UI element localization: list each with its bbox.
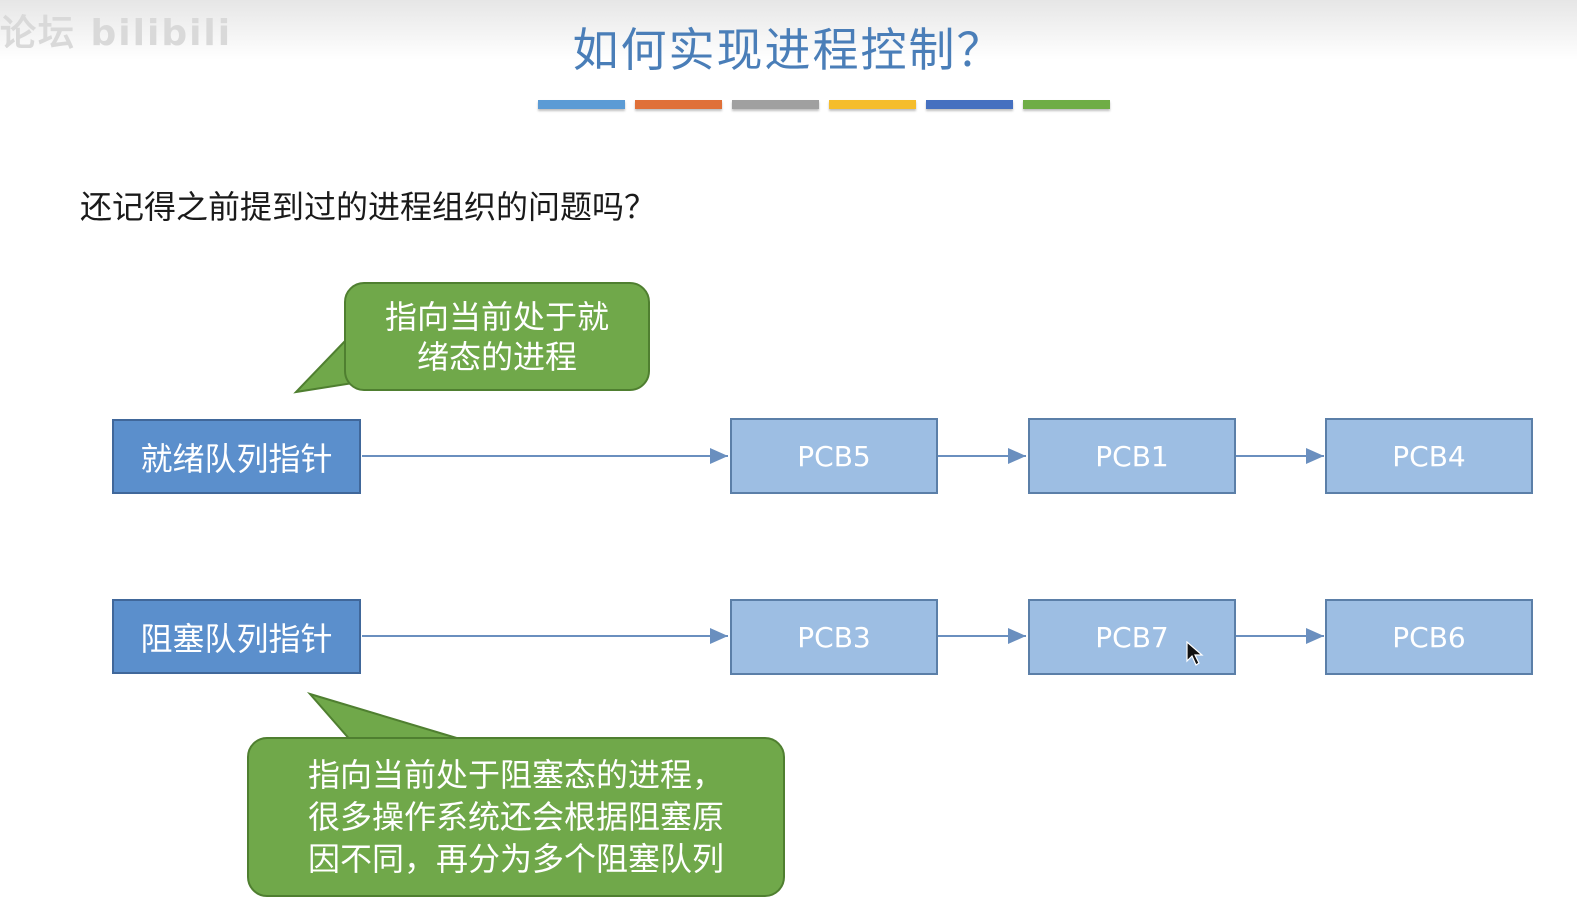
slide-title: 如何实现进程控制？	[572, 23, 1005, 77]
ready-queue-pointer-label: 就绪队列指针	[140, 439, 333, 478]
slide-subtitle: 还记得之前提到过的进程组织的问题吗？	[80, 188, 657, 226]
callout-blocked: 指向当前处于阻塞态的进程， 很多操作系统还会根据阻塞原 因不同，再分为多个阻塞队…	[247, 737, 785, 897]
callout-blocked-line: 很多操作系统还会根据阻塞原	[307, 798, 724, 836]
title-bar-5	[926, 100, 1013, 109]
pcb-box: PCB1	[1028, 418, 1236, 494]
pcb-label: PCB5	[797, 439, 871, 473]
callout-blocked-text: 指向当前处于阻塞态的进程， 很多操作系统还会根据阻塞原 因不同，再分为多个阻塞队…	[308, 754, 724, 880]
pcb-label: PCB1	[1095, 439, 1169, 473]
callout-ready-text: 指向当前处于就 绪态的进程	[385, 297, 609, 377]
top-fade	[0, 0, 1577, 60]
mouse-cursor-icon	[1186, 641, 1204, 666]
title-bar-3	[732, 100, 819, 109]
pcb-box: PCB4	[1325, 418, 1533, 494]
pcb-label: PCB7	[1095, 620, 1169, 654]
title-bar-1	[538, 100, 625, 109]
blocked-queue-pointer: 阻塞队列指针	[112, 599, 361, 674]
pcb-label: PCB3	[797, 620, 871, 654]
pcb-label: PCB4	[1392, 439, 1466, 473]
title-color-bars	[538, 100, 1110, 109]
title-bar-2	[635, 100, 722, 109]
title-bar-4	[829, 100, 916, 109]
watermark: 论坛 bilibili	[0, 13, 233, 54]
callout-blocked-line: 因不同，再分为多个阻塞队列	[307, 840, 724, 878]
blocked-queue-pointer-label: 阻塞队列指针	[140, 619, 333, 658]
callout-blocked-line: 指向当前处于阻塞态的进程，	[307, 756, 724, 794]
callout-ready: 指向当前处于就 绪态的进程	[344, 282, 650, 391]
pcb-box: PCB5	[730, 418, 938, 494]
callout-ready-line: 指向当前处于就	[384, 297, 609, 336]
title-bar-6	[1023, 100, 1110, 109]
callout-blocked-tail	[306, 692, 471, 743]
callout-ready-line: 绪态的进程	[416, 337, 577, 376]
pcb-box: PCB6	[1325, 599, 1533, 675]
pcb-label: PCB6	[1392, 620, 1466, 654]
ready-queue-pointer: 就绪队列指针	[112, 419, 361, 494]
pcb-box: PCB7	[1028, 599, 1236, 675]
pcb-box: PCB3	[730, 599, 938, 675]
